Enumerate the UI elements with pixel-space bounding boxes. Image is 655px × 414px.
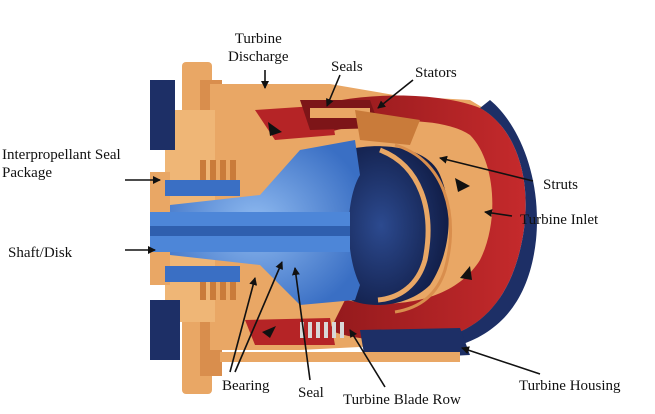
leader-lines: [125, 70, 541, 388]
label-turbine-discharge-line2: Discharge: [228, 49, 289, 65]
label-turbine-housing: Turbine Housing: [519, 378, 621, 394]
exhaust-bowl: [335, 143, 453, 314]
shaft-disk-region: [150, 140, 360, 305]
label-interpropellant-seal-line2: Package: [2, 165, 52, 181]
bearing-cavities: [150, 80, 240, 360]
label-seals: Seals: [331, 59, 363, 75]
flow-arrows: [262, 122, 472, 338]
label-stators: Stators: [415, 65, 457, 81]
label-seal: Seal: [298, 385, 324, 401]
lower-blade-section: [220, 318, 470, 362]
seal-package-detail: [200, 160, 236, 300]
label-turbine-inlet: Turbine Inlet: [520, 212, 599, 228]
label-interpropellant-seal: Interpropellant Seal Package: [2, 146, 121, 182]
label-turbine-blade-row: Turbine Blade Row: [343, 392, 461, 408]
label-interpropellant-seal-line1: Interpropellant Seal: [2, 147, 121, 163]
label-shaft-disk: Shaft/Disk: [8, 245, 73, 261]
label-struts: Struts: [543, 177, 579, 193]
label-bearing: Bearing: [222, 378, 270, 394]
label-turbine-discharge-line1: Turbine: [234, 31, 282, 47]
label-turbine-discharge: Turbine Discharge: [228, 30, 289, 66]
